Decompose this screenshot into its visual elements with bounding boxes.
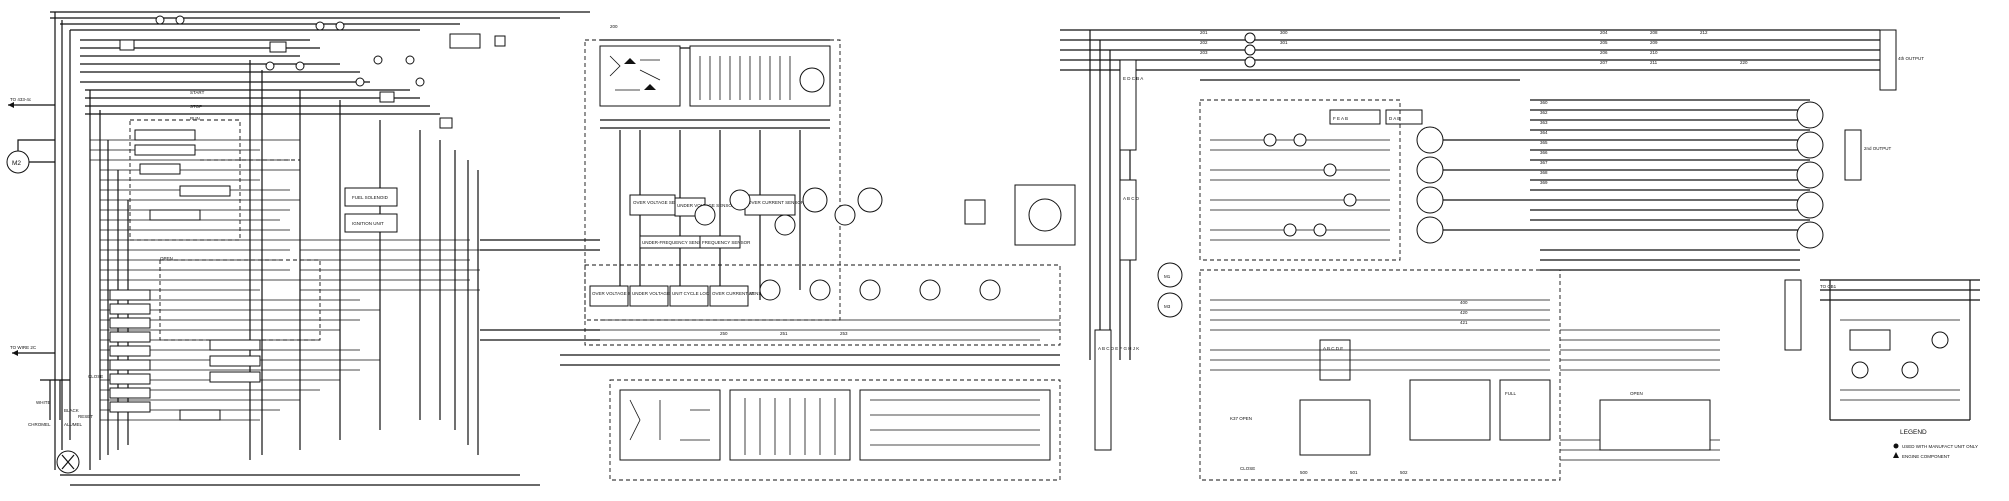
switch-label-full: FULL [1505,391,1517,396]
terminal-block-3-label: F E A B [1333,116,1348,121]
wire-num-363: 363 [1540,120,1548,125]
engine-boxes: FUEL SOLENOID IGNITION UNIT [344,187,398,233]
wire-number-labels: 200 201 202 203 204 205 206 207 208 209 … [610,24,1748,475]
switch-label-close: CLOSE [1240,466,1255,471]
output-label-2nd: 2nd OUTPUT [1864,146,1892,151]
terminal-block-5-label: A B C D E [1323,346,1343,351]
label-chromel: CHROMEL [28,422,51,427]
wire-num-205: 205 [1600,40,1608,45]
legend-dot-icon [1893,443,1899,449]
label-close: CLOSE [88,374,103,379]
label-alumel: ALUMEL [64,422,83,427]
wire-num-201: 201 [1200,30,1208,35]
legend-item-1: USED WITH MANUFACT UNIT ONLY [1902,444,1978,449]
wire-num-300: 300 [1280,30,1288,35]
center-right-section: F E A B D A B A B C D E K37 OPEN CLOSE F… [1199,29,1720,481]
wire-num-365: 365 [1540,140,1548,145]
terminal-block-4-label: D A B [1389,116,1400,121]
wire-num-207: 207 [1600,60,1608,65]
wire-num-369: 369 [1540,180,1548,185]
wire-num-202: 202 [1200,40,1208,45]
output-label-tocb1: TO CB1 [1820,284,1837,289]
label-stop: STOP [190,104,202,109]
switch-label-k37: K37 OPEN [1230,416,1252,421]
left-section: M2 TO 433-4c TO WIRE 2C [6,11,590,486]
wire-num-220: 220 [1740,60,1748,65]
legend-triangle-icon [1893,452,1899,458]
wire-num-200: 200 [610,24,618,29]
terminal-block-1-label: E D C B A [1123,76,1143,81]
external-label-wire2c: TO WIRE 2C [10,345,37,350]
wire-num-502: 502 [1400,470,1408,475]
motor-m1-label: M1 [1164,274,1171,279]
wire-num-360: 360 [1540,100,1548,105]
label-open: OPEN [160,256,173,261]
legend-item-2: ENGINE COMPONENT [1902,454,1950,459]
wire-num-208: 208 [1650,30,1658,35]
wire-num-366: 366 [1540,150,1548,155]
wire-num-368: 368 [1540,170,1548,175]
center-terminals: E D C B A A B C D A B C D E F G H J K M1… [1060,29,1200,451]
ignition-unit-label: IGNITION UNIT [352,221,384,226]
label-black: BLACK [64,408,79,413]
label-start: START [190,90,205,95]
wire-num-501: 501 [1350,470,1358,475]
sensor-box-3-label: OVER CURRENT SENSOR [748,200,805,205]
switch-label-open: OPEN [1630,391,1643,396]
label-white: WHITE [36,400,51,405]
sensor-box-1-label: OVER VOLTAGE SENSOR [633,200,689,205]
sensor-box-5-label: UNDER VOLTAGE SENSOR [632,291,691,296]
left-arrows: TO 433-4c TO WIRE 2C [8,97,55,356]
wire-num-204: 204 [1600,30,1608,35]
wire-num-367: 367 [1540,160,1548,165]
label-run: RUN [190,116,200,121]
wire-num-212: 212 [1700,30,1708,35]
right-section: 4th OUTPUT 2nd OUTPUT TO CB1 [1520,29,1980,421]
wire-num-400: 400 [1460,300,1468,305]
motor-m2: M2 [6,139,55,174]
wire-num-421: 421 [1460,320,1468,325]
wire-num-420: 420 [1460,310,1468,315]
legend: LEGEND USED WITH MANUFACT UNIT ONLY ENGI… [1893,429,1978,459]
output-label-4th: 4th OUTPUT [1898,56,1924,61]
sensor-box-4-label: OVER VOLTAGE SENSOR [592,291,648,296]
external-label-433: TO 433-4c [10,97,32,102]
wire-num-211: 211 [1650,60,1658,65]
wire-num-250: 250 [720,331,728,336]
motor-m3-label: M3 [1164,304,1171,309]
motor-m2-label: M2 [12,160,21,167]
wire-num-203: 203 [1200,50,1208,55]
terminal-block-6-label: A B C D E F G H J K [1098,346,1139,351]
terminal-block-2-label: A B C D [1123,196,1140,201]
label-reset: RESET [78,414,93,419]
fuel-solenoid-label: FUEL SOLENOID [352,195,389,200]
wire-num-209: 209 [1650,40,1658,45]
motor-column [1416,126,1444,244]
left-relay-blocks [109,129,261,421]
delay-box-2-label: FREQUENCY SENSOR [702,240,751,245]
sensor-box-7-label: OVER CURRENT SENSOR [712,291,769,296]
thermocouple: WHITE BLACK CHROMEL ALUMEL [28,379,83,474]
wire-num-362: 362 [1540,110,1548,115]
top-relay-row [119,15,506,129]
center-left-section: OVER VOLTAGE SENSOR UNDER VOLTAGE SENSOR… [480,39,1076,481]
wire-num-301: 301 [1280,40,1288,45]
legend-title: LEGEND [1900,429,1927,436]
wire-num-364: 364 [1540,130,1548,135]
wire-num-251: 251 [780,331,788,336]
wire-num-210: 210 [1650,50,1658,55]
wire-num-206: 206 [1600,50,1608,55]
wire-num-500: 500 [1300,470,1308,475]
wire-num-253: 253 [840,331,848,336]
delay-box-1-label: UNDER-FREQUENCY SENSOR (4 SEC) DELAY [642,240,741,245]
